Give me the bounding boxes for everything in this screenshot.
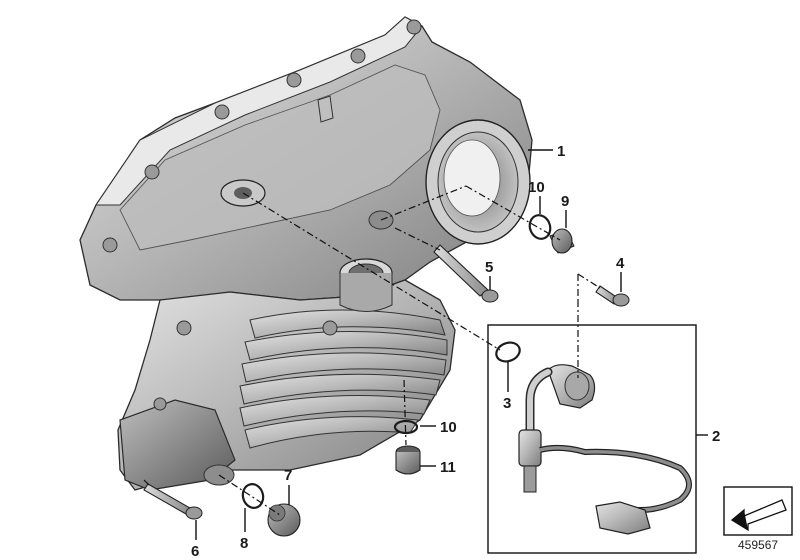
o-ring-10-bottom bbox=[393, 419, 419, 435]
cylinder-head-cover bbox=[79, 16, 533, 491]
callout-4: 4 bbox=[616, 255, 625, 272]
callout-10-bottom: 10 bbox=[440, 419, 457, 436]
assembly-lines bbox=[143, 185, 601, 516]
callout-7: 7 bbox=[284, 467, 292, 484]
plug-7 bbox=[267, 503, 301, 537]
callout-8: 8 bbox=[240, 535, 248, 552]
bolt-4 bbox=[595, 285, 630, 307]
callout-2: 2 bbox=[712, 428, 720, 445]
leader-lines bbox=[195, 149, 708, 540]
bolt-6 bbox=[143, 483, 203, 520]
sensor-assembly-box bbox=[487, 324, 697, 554]
diagram-reference-number: 459567 bbox=[738, 538, 779, 552]
callout-6: 6 bbox=[191, 543, 199, 560]
callout-3: 3 bbox=[503, 395, 511, 412]
bolt-5 bbox=[433, 244, 499, 303]
o-ring-3 bbox=[495, 341, 521, 363]
plug-11 bbox=[395, 445, 421, 475]
o-ring-8 bbox=[241, 483, 265, 509]
callout-1: 1 bbox=[557, 143, 565, 160]
callout-9: 9 bbox=[561, 193, 569, 210]
callout-10-top: 10 bbox=[528, 179, 545, 196]
o-ring-10-top bbox=[528, 214, 552, 240]
plug-screw-9 bbox=[549, 228, 575, 254]
callout-11: 11 bbox=[440, 459, 456, 476]
arrow-down-left-icon bbox=[723, 486, 793, 536]
oxygen-sensor bbox=[518, 364, 692, 535]
callout-5: 5 bbox=[485, 259, 493, 276]
